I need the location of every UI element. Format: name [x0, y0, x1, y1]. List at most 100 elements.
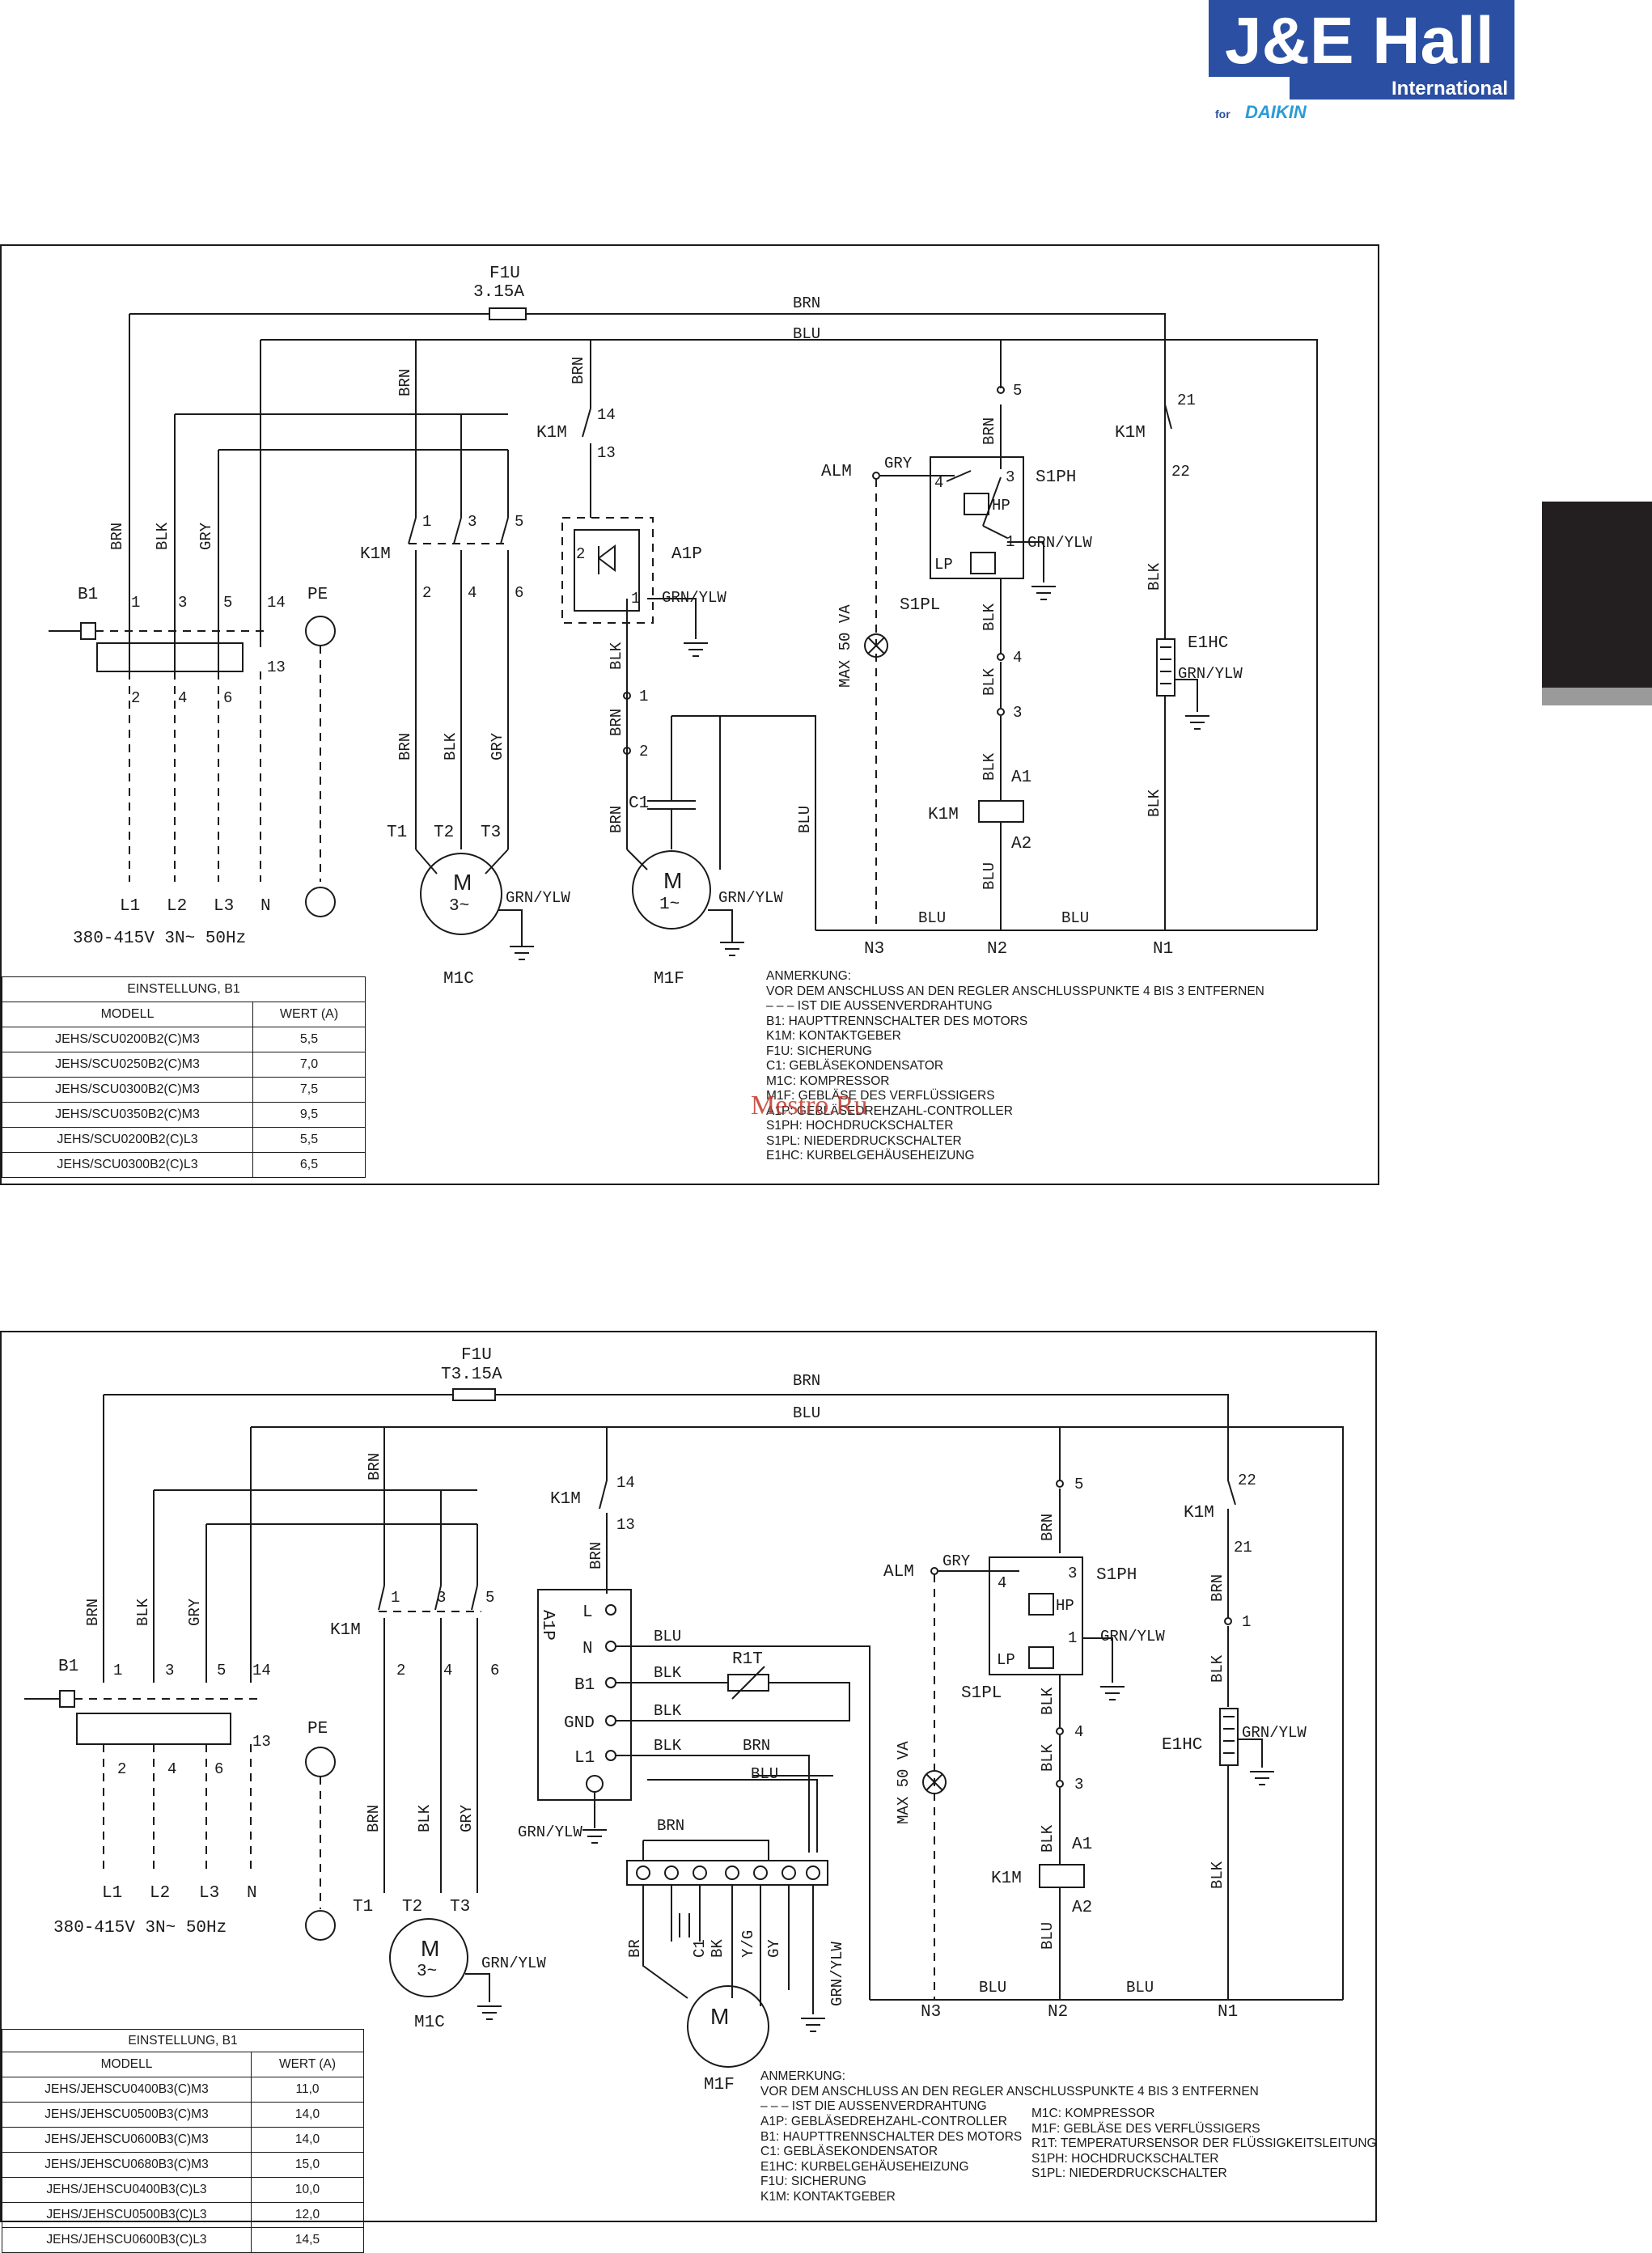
svg-text:N1: N1	[1218, 2003, 1238, 2022]
svg-text:T3: T3	[450, 1898, 470, 1916]
svg-text:ALM: ALM	[883, 1563, 914, 1582]
svg-text:A2: A2	[1072, 1899, 1092, 1917]
svg-text:K1M: K1M	[1184, 1504, 1214, 1522]
k1m-brn-label: BRN	[396, 369, 414, 396]
svg-text:T3.15A: T3.15A	[441, 1366, 502, 1384]
svg-text:GRY: GRY	[942, 1552, 971, 1570]
svg-text:T2: T2	[402, 1898, 422, 1916]
svg-text:5: 5	[1013, 382, 1022, 400]
svg-text:1: 1	[422, 513, 431, 531]
svg-text:BRN: BRN	[657, 1817, 684, 1835]
svg-text:K1M: K1M	[1115, 424, 1146, 443]
fan-label: M1F	[654, 970, 684, 989]
svg-text:2: 2	[576, 545, 585, 563]
svg-text:BRN: BRN	[84, 1599, 102, 1626]
svg-text:BRN: BRN	[570, 357, 587, 384]
svg-text:BLK: BLK	[416, 1804, 434, 1832]
partner-logo: DAIKIN	[1245, 102, 1307, 121]
svg-text:BLK: BLK	[1209, 1654, 1226, 1683]
svg-text:MAX 50 VA: MAX 50 VA	[895, 1741, 913, 1824]
svg-text:BK: BK	[709, 1939, 726, 1958]
svg-text:T2: T2	[434, 824, 454, 842]
svg-text:GRN/YLW: GRN/YLW	[1100, 1628, 1165, 1645]
svg-text:3: 3	[468, 513, 477, 531]
svg-text:BR: BR	[626, 1939, 644, 1958]
b1-breaker-body	[96, 642, 244, 672]
b1-blk-label: BLK	[154, 522, 172, 550]
terminal-strip	[626, 1860, 828, 1886]
svg-text:S1PL: S1PL	[961, 1684, 1002, 1703]
svg-text:BLK: BLK	[134, 1598, 152, 1626]
svg-text:1: 1	[131, 594, 140, 612]
terminal-l1: L1	[120, 897, 140, 916]
svg-text:T1: T1	[353, 1898, 373, 1916]
svg-text:BLU: BLU	[1039, 1922, 1057, 1950]
svg-text:M1F: M1F	[704, 2076, 735, 2094]
svg-text:1: 1	[1068, 1629, 1077, 1647]
wiring-diagram-2-frame	[0, 1331, 1377, 2222]
svg-text:5: 5	[515, 513, 523, 531]
svg-text:BRN: BRN	[743, 1737, 770, 1755]
svg-text:1: 1	[113, 1662, 122, 1679]
compressor-ground	[510, 946, 534, 960]
svg-text:BRN: BRN	[1039, 1514, 1057, 1541]
svg-text:GRN/YLW: GRN/YLW	[481, 1954, 546, 1972]
svg-text:3: 3	[1013, 704, 1022, 722]
svg-text:3: 3	[1006, 468, 1014, 486]
svg-text:GRN/YLW: GRN/YLW	[1027, 534, 1092, 552]
k1m-feed-wires	[415, 340, 509, 518]
svg-text:N: N	[582, 1640, 593, 1658]
svg-text:4: 4	[167, 1760, 176, 1778]
svg-text:T3: T3	[481, 824, 501, 842]
a1p-controller	[574, 529, 640, 612]
svg-text:K1M: K1M	[550, 1490, 581, 1509]
fuse-name: F1U	[489, 265, 520, 283]
svg-text:N1: N1	[1153, 940, 1173, 959]
blu-bus-wire	[261, 339, 1318, 930]
svg-text:N3: N3	[864, 940, 884, 959]
alarm-terminal: ALM	[821, 463, 852, 481]
svg-text:L: L	[582, 1603, 593, 1622]
svg-text:GRN/YLW: GRN/YLW	[662, 589, 726, 607]
svg-text:A2: A2	[1011, 835, 1031, 853]
svg-text:BLK: BLK	[654, 1664, 682, 1682]
svg-text:2: 2	[117, 1760, 126, 1778]
svg-text:BLK: BLK	[1039, 1687, 1057, 1715]
svg-text:PE: PE	[307, 1720, 328, 1738]
k1m-aux-contact	[582, 340, 591, 518]
svg-text:3: 3	[165, 1662, 174, 1679]
svg-text:M: M	[663, 868, 682, 893]
notes-1: ANMERKUNG: VOR DEM ANSCHLUSS AN DEN REGL…	[766, 969, 1264, 1162]
compressor-label: M1C	[443, 970, 474, 989]
svg-text:4: 4	[934, 474, 943, 492]
svg-text:N3: N3	[921, 2003, 941, 2022]
svg-text:LP: LP	[997, 1651, 1015, 1669]
svg-text:21: 21	[1177, 392, 1196, 409]
svg-text:4: 4	[178, 689, 187, 707]
svg-text:GRY: GRY	[458, 1804, 476, 1832]
svg-text:GRN/YLW: GRN/YLW	[506, 889, 570, 907]
supply-voltage: 380-415V 3N~ 50Hz	[73, 930, 246, 948]
fuse-rating: 3.15A	[473, 283, 524, 302]
svg-text:3: 3	[1068, 1565, 1077, 1582]
compressor-motor-m1c-2	[389, 1918, 468, 1997]
svg-text:6: 6	[223, 689, 232, 707]
svg-text:GRN/YLW: GRN/YLW	[518, 1823, 582, 1841]
brand-logo: J&E Hall International for DAIKIN	[1209, 0, 1514, 121]
notes-2-right: M1C: KOMPRESSOR M1F: GEBLÄSE DES VERFLÜS…	[1031, 2107, 1377, 2180]
temperature-sensor-r1t	[727, 1674, 769, 1692]
pe-label: PE	[307, 586, 328, 604]
svg-text:BRN: BRN	[587, 1542, 605, 1569]
svg-text:GY: GY	[765, 1939, 783, 1958]
svg-text:C1: C1	[629, 794, 649, 813]
svg-text:K1M: K1M	[928, 806, 959, 824]
svg-text:5: 5	[217, 1662, 226, 1679]
svg-text:GRN/YLW: GRN/YLW	[1242, 1724, 1307, 1742]
